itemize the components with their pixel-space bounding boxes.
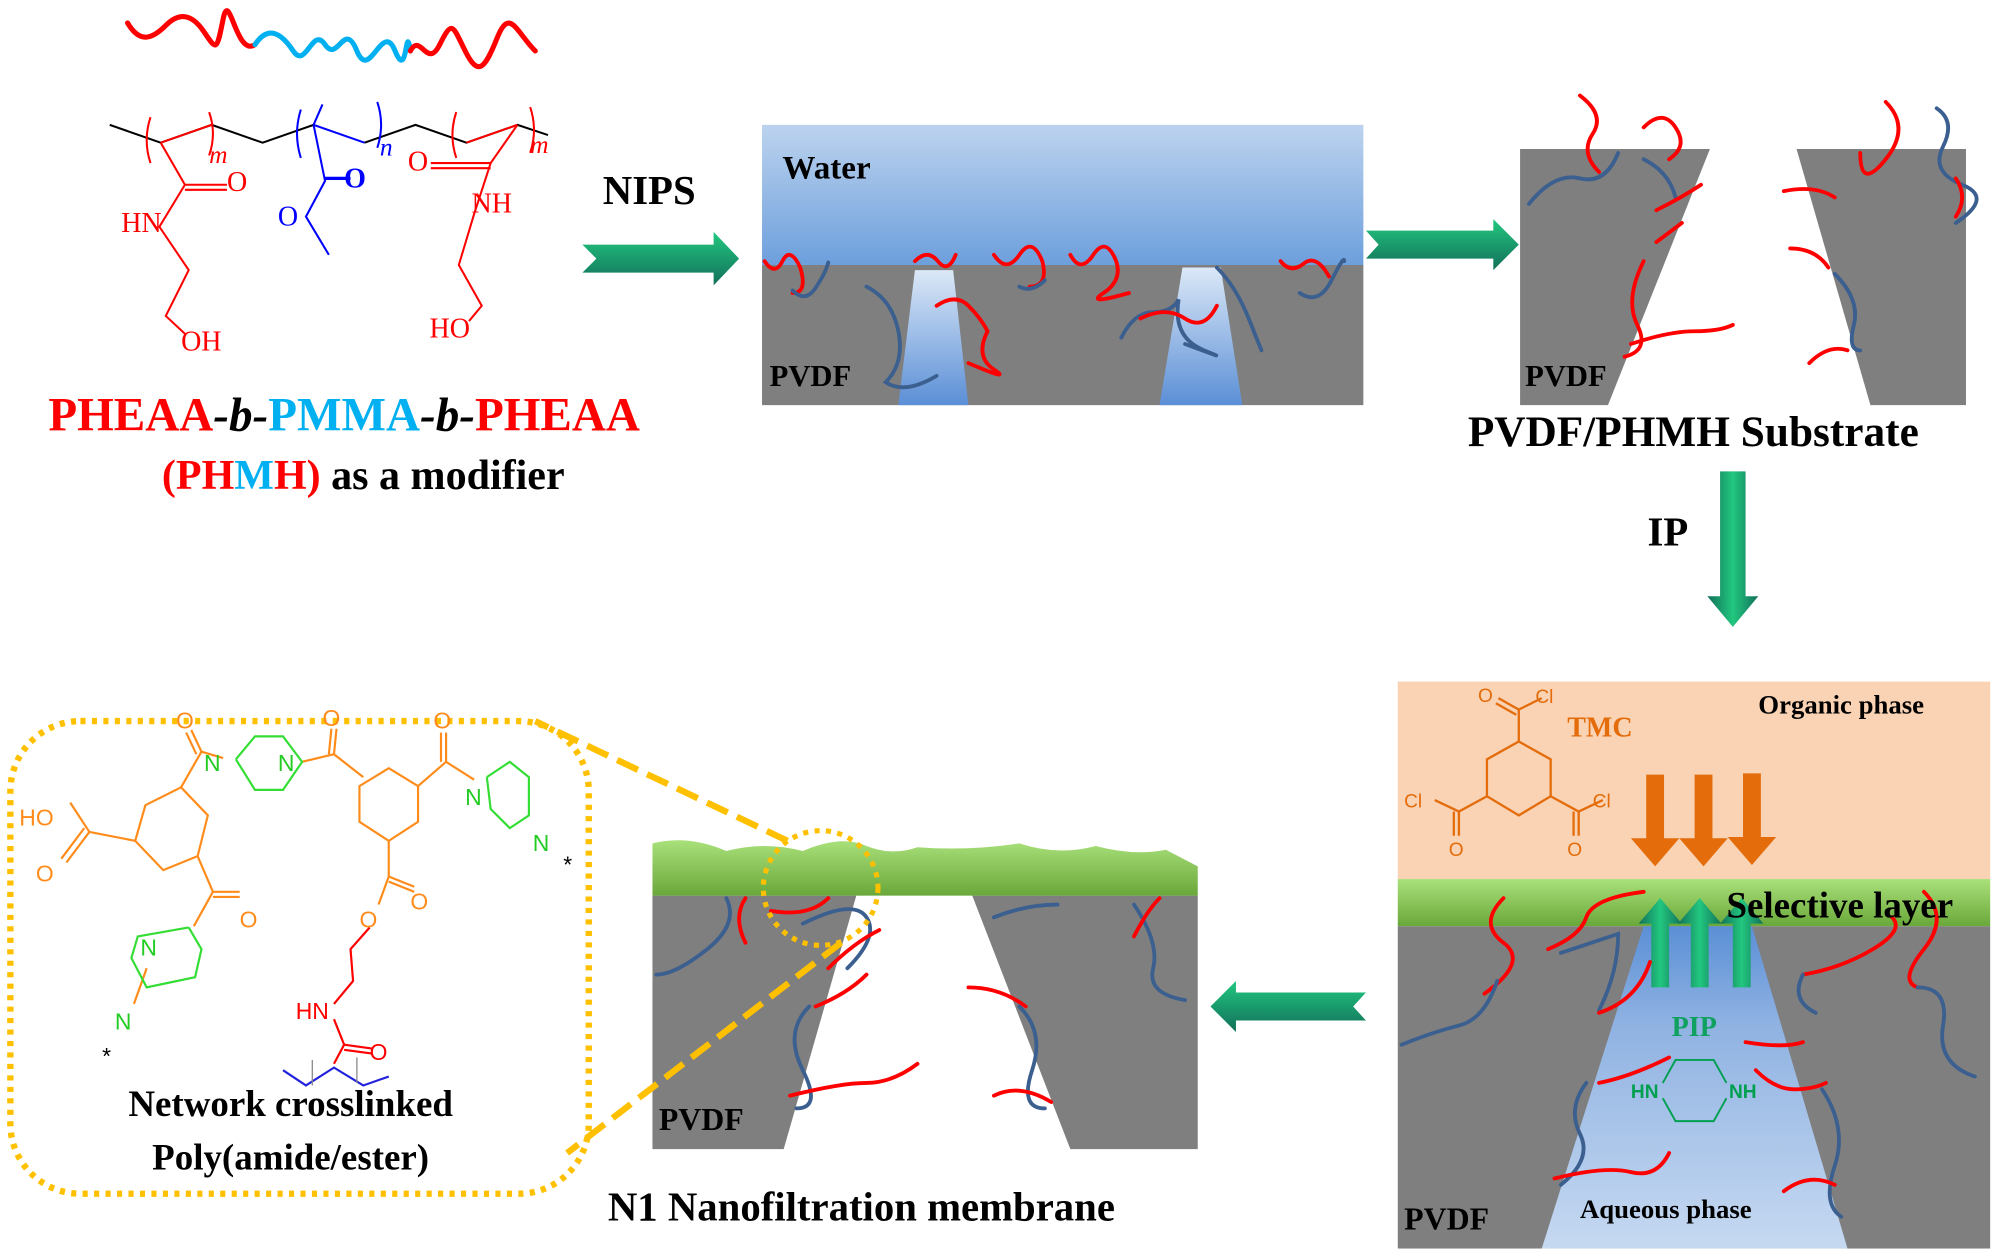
pvdf-label: PVDF [1525, 359, 1606, 393]
atom-label: O [1449, 840, 1464, 861]
zoom-callout [7, 717, 881, 1197]
atom-label: O [322, 705, 340, 731]
atom-label: O [1567, 840, 1582, 861]
atom-label: * [563, 852, 572, 878]
arrow-down-icon [1727, 773, 1777, 866]
modifier-subtitle: (PHMH) as a modifier [162, 453, 565, 499]
substrate-panel: PVDF PVDF/PHMH Substrate [1468, 93, 1979, 456]
phmh-structure [109, 101, 549, 335]
substrate-caption: PVDF/PHMH Substrate [1468, 408, 1919, 456]
water-label: Water [782, 149, 870, 186]
atom-label: * [102, 1043, 111, 1069]
atom-label: N [465, 784, 482, 810]
repeat-subscript: m [530, 130, 548, 159]
aqueous-phase-label: Aqueous phase [1580, 1194, 1752, 1224]
atom-label: Cl [1404, 792, 1422, 813]
atom-label: O [344, 163, 366, 194]
atom-label: O [370, 1039, 388, 1065]
nips-panel: Water PVDF [762, 124, 1364, 406]
nips-label: NIPS [603, 168, 696, 213]
atom-label: Cl [1535, 687, 1553, 708]
interfacial-polymerization-panel: O Cl Cl O Cl O [1397, 681, 1991, 1249]
arrow-right-icon [1365, 219, 1519, 271]
nanofiltration-membrane-panel: PVDF N1 Nanofiltration membrane [608, 840, 1198, 1230]
atom-label: O [240, 906, 258, 932]
atom-label: O [410, 889, 428, 915]
arrow-right-icon [582, 231, 740, 286]
repeat-subscript: n [380, 132, 393, 161]
atom-label: O [433, 708, 451, 734]
pip-diffusion-arrows [1638, 898, 1764, 988]
network-label-line2: Poly(amide/ester) [152, 1137, 429, 1179]
organic-phase-label: Organic phase [1758, 689, 1924, 719]
atom-label: NH [472, 189, 512, 220]
pvdf-label: PVDF [1404, 1201, 1489, 1236]
atom-label: N [278, 750, 295, 776]
arrow-down-icon [1707, 471, 1759, 627]
selective-layer-label: Selective layer [1726, 884, 1953, 925]
pvdf-label: PVDF [770, 359, 851, 393]
atom-label: O [278, 202, 298, 233]
atom-label: N [115, 1008, 132, 1034]
atom-label: N [140, 935, 157, 961]
atom-label: O [176, 708, 194, 734]
arrow-up-icon [1638, 898, 1682, 988]
arrow-up-icon [1678, 898, 1722, 988]
pip-label: PIP [1672, 1012, 1717, 1043]
atom-label: HN [121, 208, 161, 239]
arrow-down-icon [1630, 774, 1680, 867]
phmh-atom-labels: HN OH O O O O NH HO m n m [121, 130, 548, 357]
repeat-subscript: m [209, 140, 227, 169]
atom-label: NH [1729, 1082, 1757, 1103]
arrow-down-icon [1679, 774, 1728, 867]
atom-label: N [204, 750, 221, 776]
pvdf-label: PVDF [659, 1102, 744, 1137]
atom-label: O [227, 167, 247, 198]
tmc-diffusion-arrows [1630, 773, 1777, 867]
tmc-label: TMC [1567, 712, 1632, 743]
network-atom-labels: HO O O N N O O N N * O N N * O O HN O [19, 705, 572, 1069]
ip-label: IP [1647, 509, 1688, 554]
atom-label: HN [1631, 1082, 1659, 1103]
atom-label: O [36, 861, 54, 887]
membrane-caption: N1 Nanofiltration membrane [608, 1185, 1115, 1230]
atom-label: O [359, 906, 377, 932]
atom-label: OH [181, 326, 221, 357]
network-structure [60, 728, 530, 1087]
atom-label: O [408, 147, 428, 178]
network-label-line1: Network crosslinked [128, 1083, 453, 1124]
atom-label: Cl [1593, 792, 1611, 813]
arrow-up-icon [1720, 898, 1764, 988]
atom-label: HO [430, 314, 470, 345]
arrow-left-icon [1210, 980, 1366, 1032]
atom-label: O [1478, 686, 1493, 707]
modifier-title: PHEAA-b-PMMA-b-PHEAA [48, 390, 640, 442]
atom-label: HN [296, 998, 329, 1024]
atom-label: N [533, 830, 550, 856]
atom-label: HO [19, 805, 53, 831]
block-copolymer-chain-cartoon [125, 8, 538, 70]
